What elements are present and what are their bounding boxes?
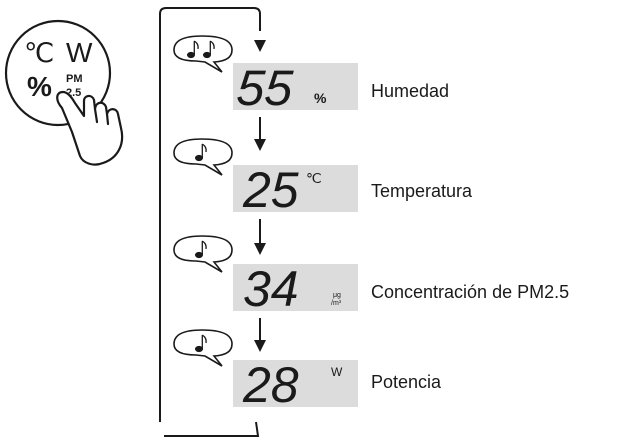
display-value: 34 xyxy=(243,261,299,317)
display-unit: W xyxy=(331,365,343,379)
speech-bubble-icon xyxy=(173,35,233,73)
step-power: 28 W Potencia xyxy=(173,329,442,413)
percent-symbol-label: % xyxy=(27,71,52,102)
display-value: 28 xyxy=(242,357,299,413)
display-panel xyxy=(233,165,358,212)
hand-press-icon xyxy=(56,90,124,166)
music-note-icon xyxy=(195,143,207,162)
display-value: 25 xyxy=(242,162,299,218)
step-pm25: 34 μg /m³ Concentración de PM2.5 xyxy=(173,235,569,317)
step-label: Humedad xyxy=(371,81,449,101)
speech-bubble-icon xyxy=(173,235,233,273)
watt-symbol-label: W xyxy=(66,37,93,68)
display-unit: ℃ xyxy=(306,170,322,186)
display-unit-top: μg xyxy=(333,292,341,299)
step-temperature: 25 ℃ Temperatura xyxy=(173,138,473,218)
mode-button: ℃ W % PM 2.5 xyxy=(4,19,124,166)
display-unit: % xyxy=(314,90,327,106)
display-value: 55 xyxy=(235,60,295,116)
loop-arrow-icon xyxy=(159,7,266,437)
music-note-icon xyxy=(195,240,207,259)
display-panel xyxy=(233,264,358,311)
down-arrow-icon xyxy=(254,117,266,151)
down-arrow-icon xyxy=(254,219,266,255)
speech-bubble-icon xyxy=(173,138,233,176)
down-arrow-icon xyxy=(254,318,266,352)
step-label: Temperatura xyxy=(371,181,473,201)
step-humidity: 55 % Humedad xyxy=(173,35,449,116)
celsius-symbol-label: ℃ xyxy=(24,38,54,68)
display-panel xyxy=(233,360,358,407)
display-panel xyxy=(233,63,358,110)
speech-bubble-icon xyxy=(173,329,233,367)
step-label: Potencia xyxy=(371,372,442,392)
music-note-icon xyxy=(203,40,215,59)
display-unit-bottom: /m³ xyxy=(331,300,342,307)
step-label: Concentración de PM2.5 xyxy=(371,282,569,302)
music-note-icon xyxy=(195,334,207,353)
pm-symbol-label-top: PM xyxy=(66,73,83,85)
music-note-icon xyxy=(187,40,199,59)
